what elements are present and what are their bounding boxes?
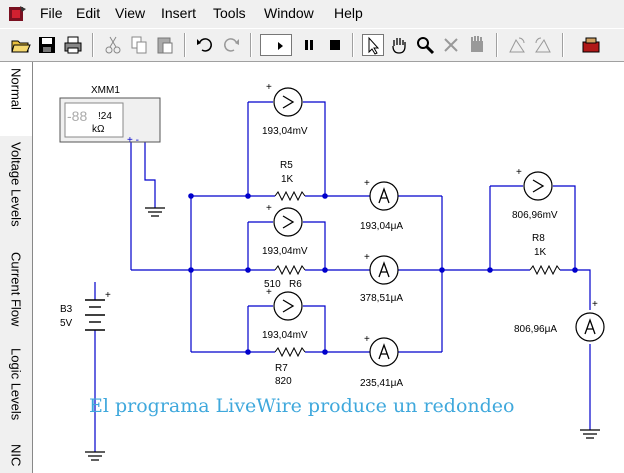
toolbar [0,28,624,62]
r6-current: 378,51μA [360,293,403,304]
zoom-icon[interactable] [414,34,436,56]
pointer-icon[interactable] [362,34,384,56]
voltmeter-r5-icon [273,87,303,117]
circuit-diagram: + + + + + + + + + -88 !24 kΩ + - XMM1 [59,82,605,461]
play-icon[interactable] [260,34,292,56]
r7-value: 820 [275,376,292,387]
multimeter-name: XMM1 [91,85,120,96]
r5-current: 193,04μA [360,221,403,232]
resistor-r7 [274,346,306,358]
print-icon[interactable] [62,34,84,56]
resistor-r6 [274,264,306,276]
menu-window[interactable]: Window [264,5,314,21]
r5-voltage: 193,04mV [262,126,308,137]
menu-tools[interactable]: Tools [213,5,246,21]
battery-name: B3 [60,304,73,315]
r6-voltage: 193,04mV [262,246,308,257]
paste-icon[interactable] [154,34,176,56]
svg-text:+: + [266,203,272,214]
ground-icon [85,207,600,461]
copy-icon[interactable] [128,34,150,56]
node [188,193,194,199]
rotate-left-icon[interactable] [506,34,528,56]
battery-b3 [85,299,105,331]
component-icon[interactable] [580,34,602,56]
voltmeter-r8-icon [523,171,553,201]
tab-voltage-levels[interactable]: Voltage Levels [8,142,24,227]
svg-text:+: + [364,178,370,189]
multimeter-xmm1: -88 !24 kΩ + - [59,97,161,146]
rotate-right-icon[interactable] [532,34,554,56]
battery-value: 5V [60,318,73,329]
svg-text:+: + [364,252,370,263]
multimeter-terminals: + - [127,135,139,146]
save-icon[interactable] [36,34,58,56]
open-icon[interactable] [10,34,32,56]
cut-icon[interactable] [102,34,124,56]
svg-text:+: + [266,287,272,298]
multimeter-display: -88 [67,108,87,124]
r6-name: R6 [289,279,302,290]
svg-text:+: + [105,290,111,301]
hand-icon[interactable] [388,34,410,56]
svg-text:+: + [516,167,522,178]
tab-normal[interactable]: Normal [0,62,32,136]
r5-value: 1K [281,174,294,185]
voltmeter-r6-icon [273,207,303,237]
ammeter-series-icon [575,312,605,342]
r6-value: 510 [264,279,281,290]
menu-bar: File Edit View Insert Tools Window Help [0,0,624,28]
r7-name: R7 [275,363,288,374]
menu-edit[interactable]: Edit [76,5,101,21]
delete-icon[interactable] [440,34,462,56]
r5-name: R5 [280,160,293,171]
resistor-r8 [529,264,561,276]
tab-nic[interactable]: NIC [8,444,24,467]
r8-name: R8 [532,233,545,244]
redo-icon[interactable] [220,34,242,56]
annotation-text: El programa LiveWire produce un redondeo [89,395,515,417]
pause-icon[interactable] [298,34,320,56]
livewire-app-icon[interactable] [6,4,28,24]
menu-insert[interactable]: Insert [161,5,197,21]
tab-current-flow[interactable]: Current Flow [8,252,24,327]
svg-text:+: + [364,334,370,345]
svg-text:+: + [592,299,598,310]
ammeter-r6-icon [369,255,399,285]
hand-raise-icon[interactable] [466,34,488,56]
schematic-canvas[interactable]: + + + + + + + + + -88 !24 kΩ + - XMM1 [33,62,624,473]
tab-logic-levels[interactable]: Logic Levels [8,348,24,421]
undo-icon[interactable] [194,34,216,56]
menu-file[interactable]: File [40,5,63,21]
menu-help[interactable]: Help [334,5,363,21]
ammeter-r7-icon [369,337,399,367]
multimeter-digits: !24 [98,111,112,122]
svg-text:+: + [266,82,272,93]
multimeter-unit: kΩ [92,124,105,135]
ammeter-r5-icon [369,181,399,211]
series-current: 806,96μA [514,324,557,335]
r7-voltage: 193,04mV [262,330,308,341]
voltmeter-r7-icon [273,291,303,321]
resistor-r5 [274,190,306,202]
r8-voltage: 806,96mV [512,210,558,221]
view-mode-tabs: Normal Voltage Levels Current Flow Logic… [0,62,33,473]
r8-value: 1K [534,247,547,258]
stop-icon[interactable] [324,34,346,56]
r7-current: 235,41μA [360,378,403,389]
menu-view[interactable]: View [115,5,146,21]
